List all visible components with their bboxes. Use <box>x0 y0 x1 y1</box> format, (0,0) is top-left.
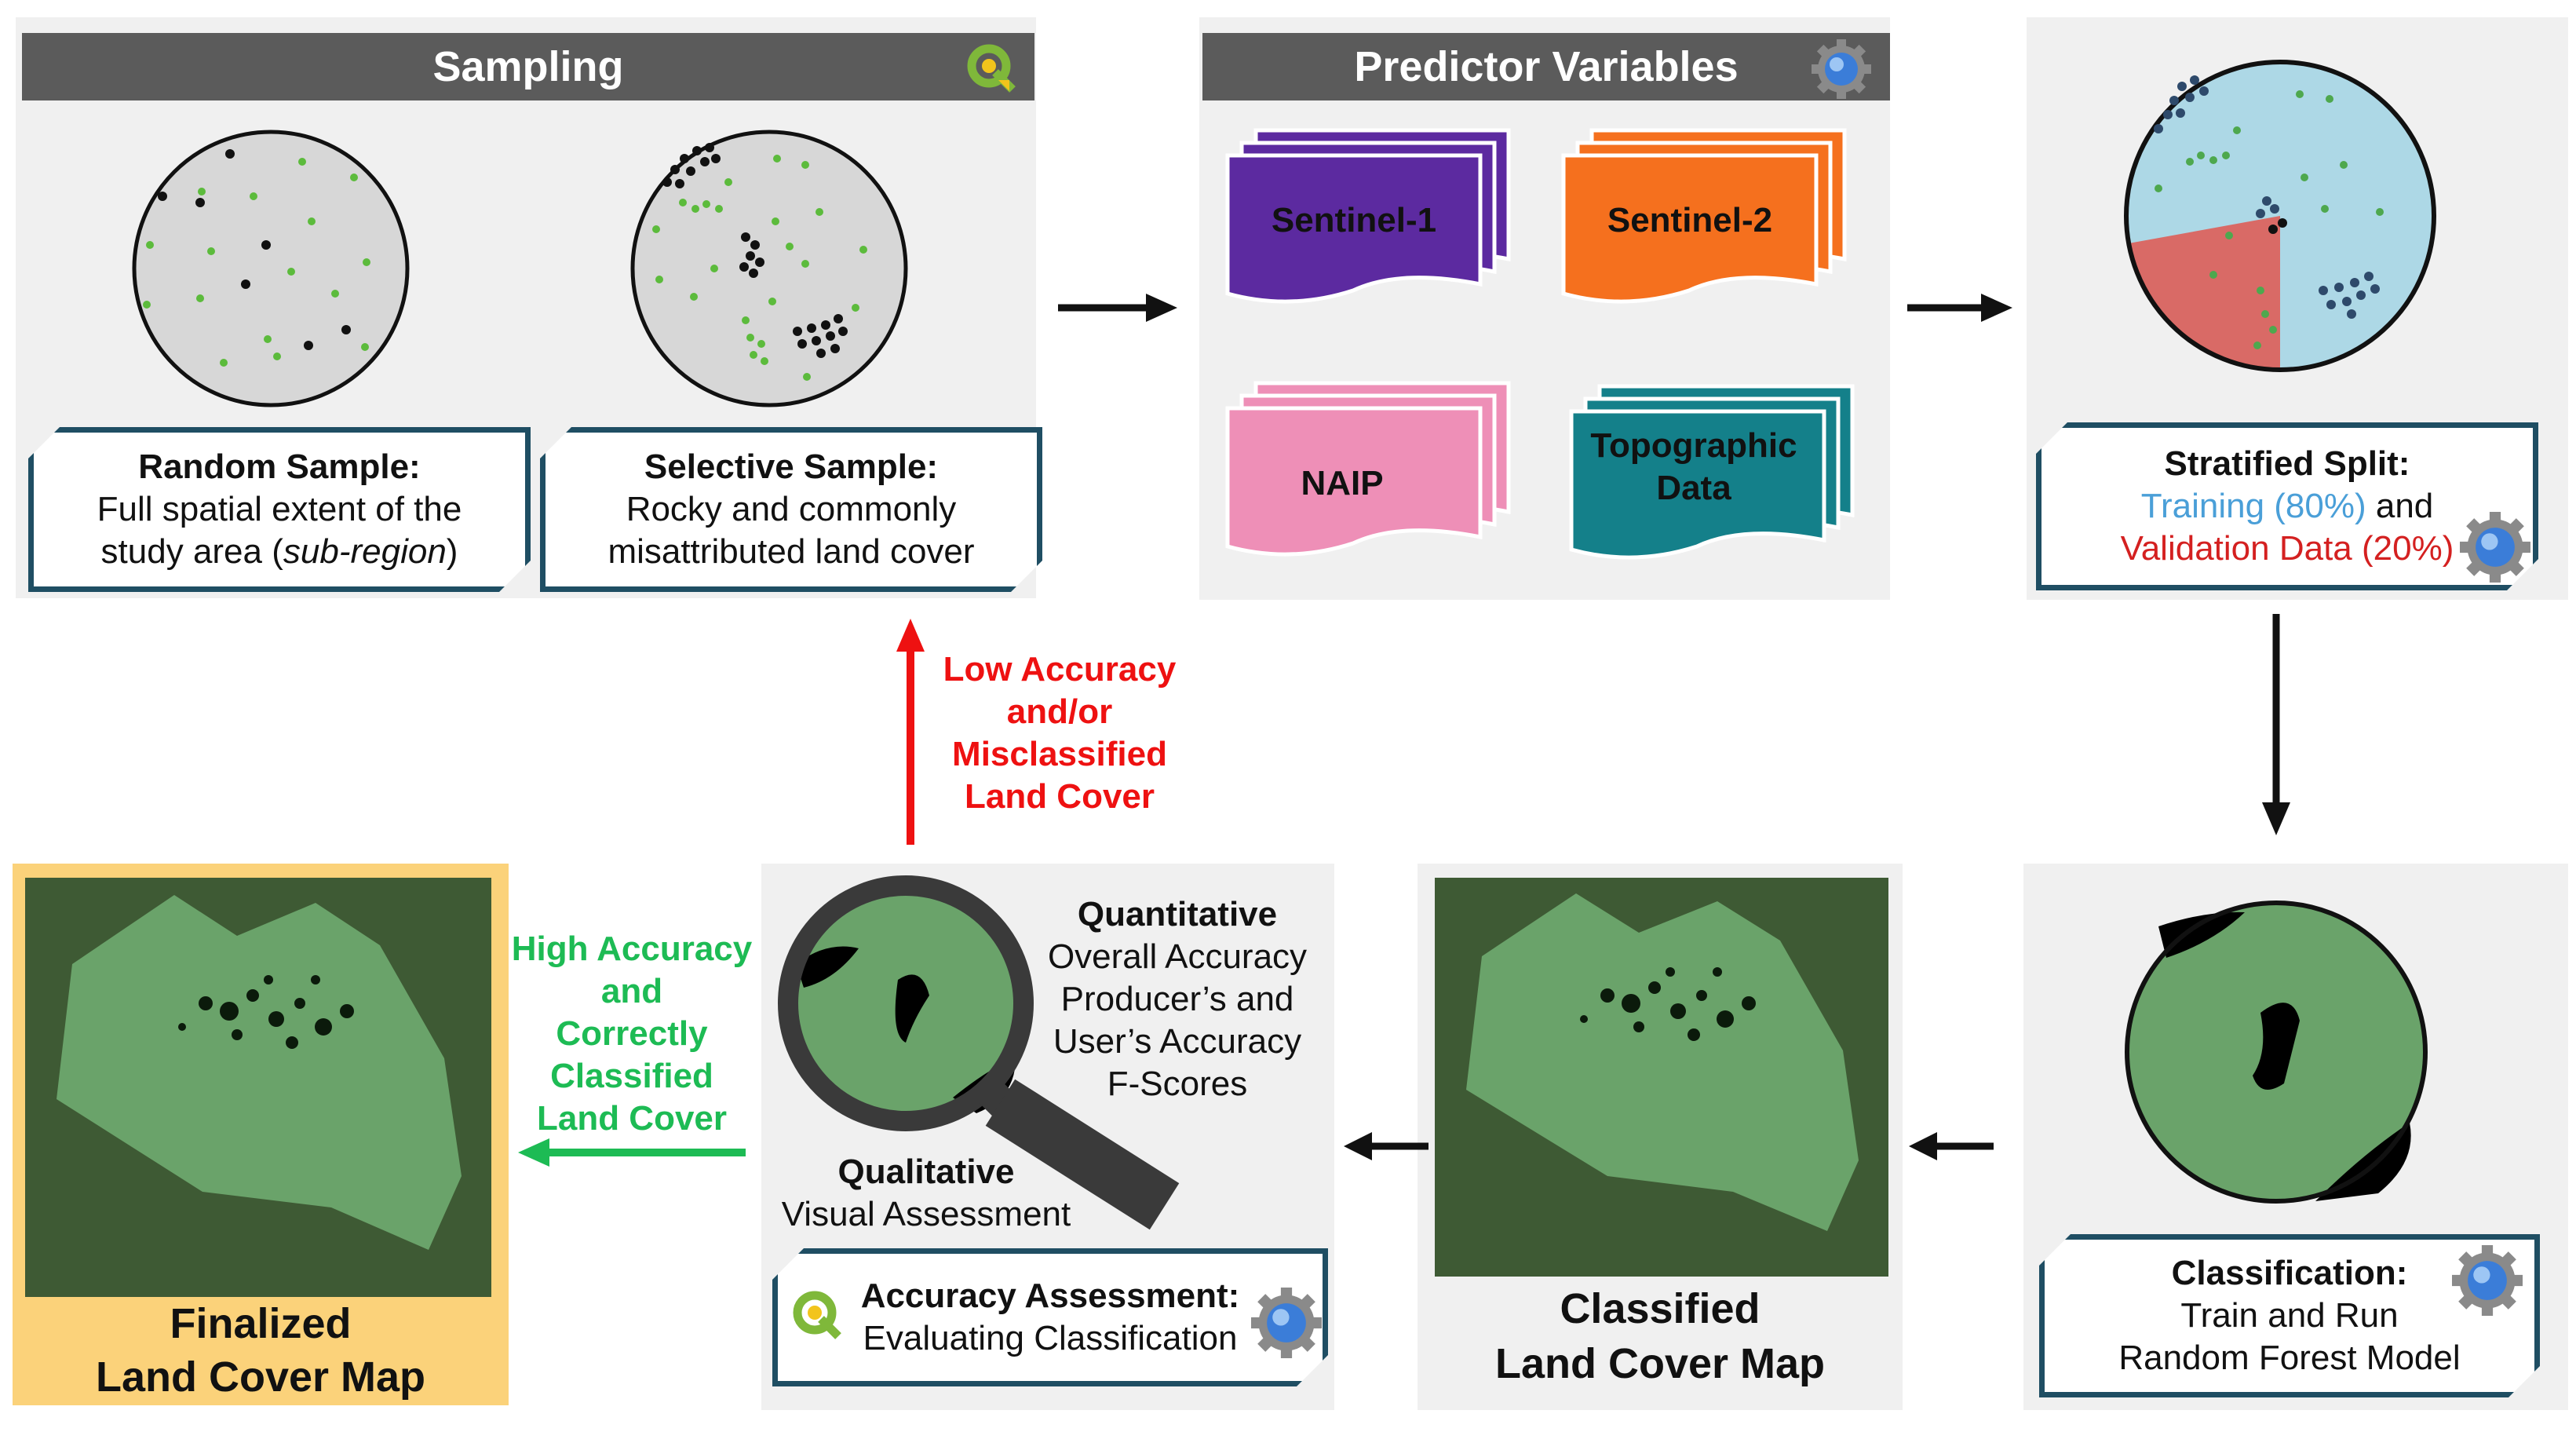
low-line-3: Misclassified <box>952 735 1167 773</box>
quant-line-2: Producer’s and <box>1060 980 1294 1018</box>
classified-map-line1: Classified <box>1560 1285 1761 1332</box>
selective-sample-box: Selective Sample: Rocky and commonly mis… <box>540 427 1042 592</box>
classification-box: Classification: Train and Run Random For… <box>2039 1234 2540 1397</box>
low-accuracy-label: Low Accuracy and/or Misclassified Land C… <box>918 648 1201 818</box>
classification-line1: Train and Run <box>2180 1296 2399 1335</box>
split-circle <box>2124 60 2436 372</box>
sentinel2-stack: Sentinel-2 <box>1561 128 1847 304</box>
sampling-title: Sampling <box>432 43 624 90</box>
assessment-box: Accuracy Assessment: Evaluating Classifi… <box>772 1248 1328 1386</box>
validation-label: Validation Data (20%) <box>2120 529 2454 568</box>
arrow-left-1 <box>1909 1132 1994 1160</box>
arrow-left-2 <box>1344 1132 1428 1160</box>
classification-circle <box>2125 900 2428 1204</box>
split-line1: Training (80%) and <box>2140 487 2434 525</box>
random-sample-title: Random Sample: <box>138 448 421 486</box>
quant-line-4: F-Scores <box>1107 1065 1248 1103</box>
high-line-3: Correctly <box>556 1014 708 1053</box>
high-line-4: Classified <box>550 1057 713 1095</box>
classified-map-line2: Land Cover Map <box>1494 1340 1826 1387</box>
final-map-image <box>25 878 491 1297</box>
gear-icon <box>1812 39 1871 99</box>
low-line-4: Land Cover <box>964 777 1155 816</box>
selective-sample-line1: Rocky and commonly <box>626 490 957 528</box>
sentinel1-label: Sentinel-1 <box>1272 201 1436 239</box>
qgis-icon-assessment <box>793 1291 841 1339</box>
arrow-right-2 <box>1907 294 2012 322</box>
classified-map-image <box>1435 878 1888 1277</box>
random-sample-circle <box>132 130 410 407</box>
selective-sample-title: Selective Sample: <box>644 448 939 486</box>
predictor-header: Predictor Variables <box>1202 33 1890 100</box>
high-line-1: High Accuracy <box>511 930 753 968</box>
assessment-box-text: Evaluating Classification <box>863 1319 1238 1357</box>
quantitative-title: Quantitative <box>1077 895 1278 933</box>
gear-icon-classification <box>2452 1245 2523 1316</box>
final-map-line1: Finalized <box>170 1300 352 1347</box>
topographic-label-2: Data <box>1656 469 1731 507</box>
low-line-1: Low Accuracy <box>943 650 1177 689</box>
classified-map-title: Classified Land Cover Map <box>1418 1281 1903 1391</box>
topographic-stack: Topographic Data <box>1569 384 1855 560</box>
qgis-icon <box>967 44 1016 93</box>
random-sample-line2: study area (sub-region) <box>100 532 458 571</box>
split-title: Stratified Split: <box>2164 444 2410 483</box>
high-line-5: Land Cover <box>536 1099 728 1138</box>
training-label: Training (80%) <box>2140 487 2366 525</box>
gear-icon-assessment <box>1251 1288 1322 1358</box>
topographic-label-1: Topographic <box>1590 426 1797 465</box>
quantitative-block: Quantitative Overall Accuracy Producer’s… <box>1028 893 1326 1105</box>
green-arrow-left <box>518 1138 746 1167</box>
predictor-title: Predictor Variables <box>1354 43 1739 90</box>
sampling-header: Sampling <box>22 33 1034 100</box>
arrow-right-1 <box>1058 294 1177 322</box>
final-map-line2: Land Cover Map <box>95 1353 426 1401</box>
selective-sample-line2: misattributed land cover <box>608 532 975 571</box>
random-sample-box: Random Sample: Full spatial extent of th… <box>28 427 531 592</box>
low-line-2: and/or <box>1006 692 1113 731</box>
quant-line-3: User’s Accuracy <box>1053 1022 1302 1061</box>
selective-sample-circle <box>630 130 908 407</box>
naip-label: NAIP <box>1301 464 1383 502</box>
final-map-title: Finalized Land Cover Map <box>13 1297 509 1404</box>
random-sample-line1: Full spatial extent of the <box>97 490 462 528</box>
classification-title: Classification: <box>2171 1254 2408 1292</box>
classification-line2: Random Forest Model <box>2118 1339 2461 1377</box>
high-accuracy-label: High Accuracy and Correctly Classified L… <box>502 928 761 1140</box>
high-line-2: and <box>600 972 663 1010</box>
qualitative-text: Visual Assessment <box>781 1195 1071 1233</box>
magnifier-icon <box>778 875 1180 1230</box>
sentinel2-label: Sentinel-2 <box>1607 201 1772 239</box>
red-arrow-up <box>896 619 925 845</box>
gear-icon-split <box>2460 512 2530 583</box>
qualitative-title: Qualitative <box>837 1153 1015 1191</box>
quant-line-1: Overall Accuracy <box>1047 937 1308 976</box>
split-box: Stratified Split: Training (80%) and Val… <box>2036 422 2538 590</box>
assessment-box-title: Accuracy Assessment: <box>860 1277 1240 1315</box>
sentinel1-stack: Sentinel-1 <box>1225 128 1511 304</box>
arrow-down <box>2262 614 2290 835</box>
naip-stack: NAIP <box>1225 381 1511 557</box>
qualitative-block: Qualitative Visual Assessment <box>769 1151 1083 1236</box>
